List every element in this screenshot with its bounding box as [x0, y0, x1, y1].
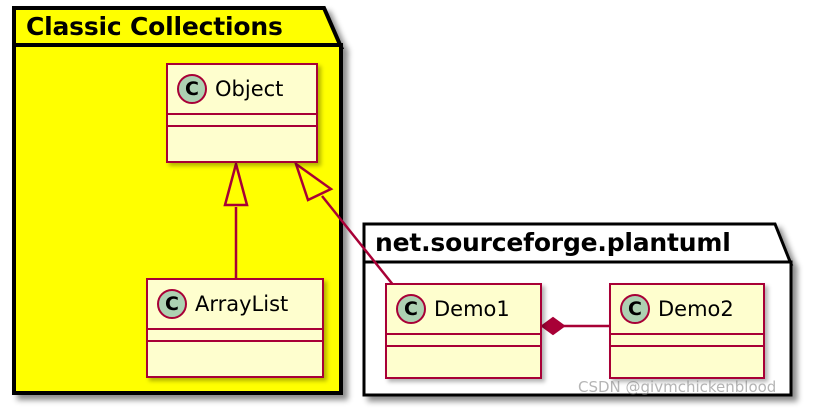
hollow-triangle-arrowhead-demo1 — [293, 160, 334, 202]
class-divider — [148, 340, 322, 342]
class-divider — [611, 333, 763, 335]
inheritance-line-demo1 — [321, 195, 395, 287]
class-attributes-compartment — [168, 115, 316, 125]
class-attributes-compartment — [611, 335, 763, 345]
class-name-arraylist: ArrayList — [195, 292, 289, 316]
class-stereotype-icon: C — [620, 294, 650, 324]
class-stereotype-icon: C — [396, 294, 426, 324]
class-name-demo2: Demo2 — [658, 297, 734, 321]
relationship-demo1-extends-object[interactable] — [293, 160, 395, 287]
class-methods-compartment — [611, 347, 763, 357]
relationship-arraylist-extends-object[interactable] — [223, 159, 249, 278]
class-divider — [148, 328, 322, 330]
package-title-net-sourceforge-plantuml: net.sourceforge.plantuml — [375, 228, 731, 257]
class-methods-compartment — [387, 347, 540, 357]
class-methods-compartment — [148, 342, 322, 352]
class-header-arraylist: C ArrayList — [148, 280, 322, 328]
class-header-demo1: C Demo1 — [387, 285, 540, 333]
class-box-object[interactable]: C Object — [166, 63, 318, 163]
class-stereotype-icon: C — [157, 289, 187, 319]
class-divider — [168, 125, 316, 127]
class-stereotype-icon: C — [177, 74, 207, 104]
class-divider — [387, 333, 540, 335]
hollow-triangle-arrowhead-arraylist — [223, 159, 249, 207]
class-box-demo1[interactable]: C Demo1 — [385, 283, 542, 379]
class-box-demo2[interactable]: C Demo2 — [609, 283, 765, 379]
class-methods-compartment — [168, 127, 316, 137]
class-name-demo1: Demo1 — [434, 297, 510, 321]
class-divider — [611, 345, 763, 347]
class-divider — [387, 345, 540, 347]
package-title-classic-collections: Classic Collections — [26, 12, 283, 41]
class-name-object: Object — [215, 77, 284, 101]
class-divider — [168, 113, 316, 115]
filled-diamond-marker — [540, 316, 566, 336]
class-attributes-compartment — [148, 330, 322, 340]
class-header-demo2: C Demo2 — [611, 285, 763, 333]
class-header-object: C Object — [168, 65, 316, 113]
class-attributes-compartment — [387, 335, 540, 345]
class-box-arraylist[interactable]: C ArrayList — [146, 278, 324, 378]
relationship-demo1-composes-demo2[interactable] — [540, 316, 609, 336]
